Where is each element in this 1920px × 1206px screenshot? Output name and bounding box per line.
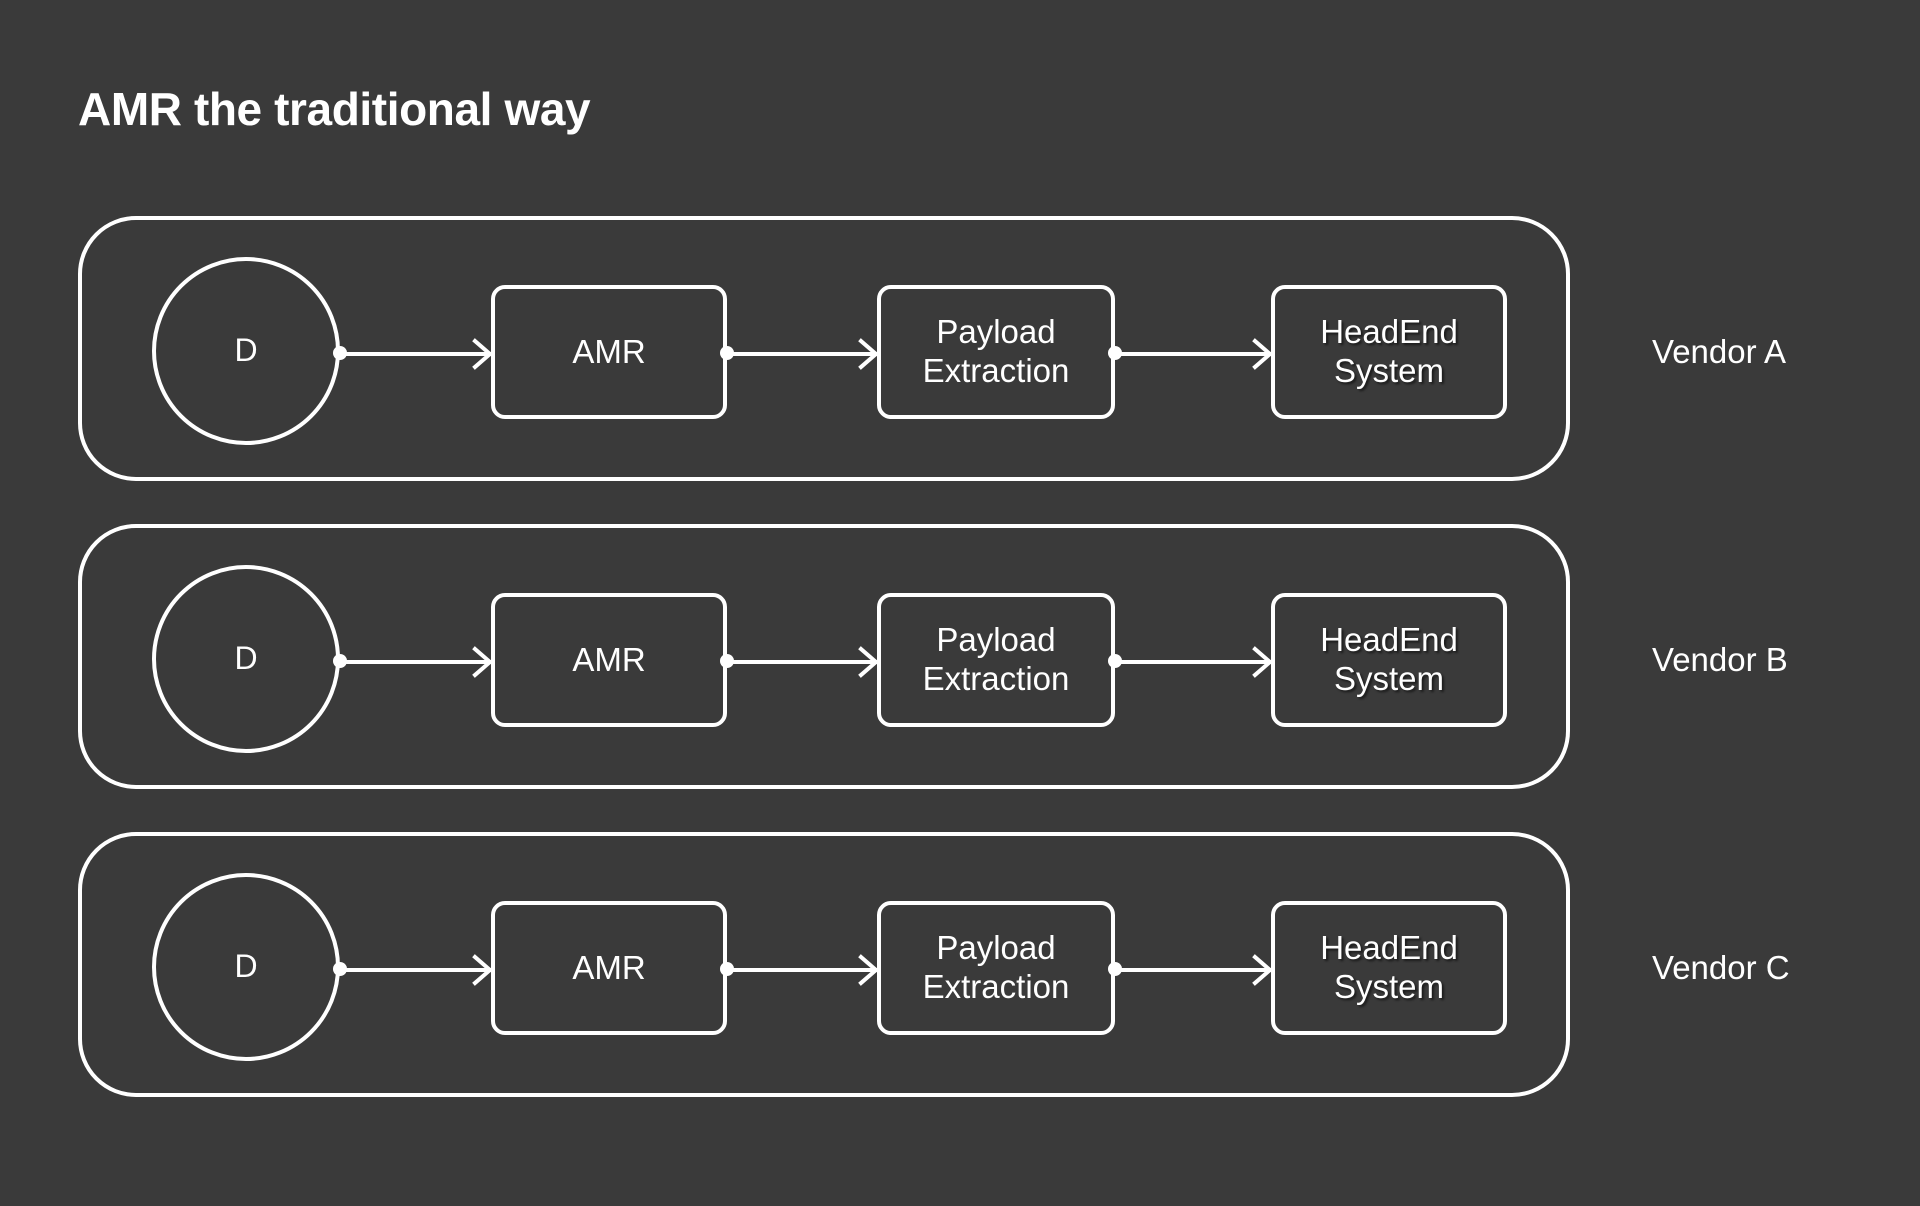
node-amr[interactable]: AMR — [491, 285, 727, 419]
vendor-row: D AMR Payload Extraction — [78, 216, 1570, 481]
node-headend-system[interactable]: HeadEnd System — [1271, 901, 1507, 1035]
node-amr[interactable]: AMR — [491, 593, 727, 727]
page-title: AMR the traditional way — [78, 83, 591, 135]
node-device-label: D — [234, 948, 258, 985]
connector-line — [340, 968, 491, 972]
arrow-head-icon — [1252, 646, 1273, 678]
connector-amr-to-payload — [720, 646, 879, 678]
arrow-head-icon — [858, 338, 879, 370]
node-device-label: D — [234, 332, 258, 369]
vendor-label: Vendor B — [1652, 641, 1788, 678]
connector-payload-to-headend — [1108, 646, 1273, 678]
connector-amr-to-payload — [720, 954, 879, 986]
node-amr[interactable]: AMR — [491, 901, 727, 1035]
vendor-label: Vendor A — [1652, 333, 1786, 370]
vendor-row: D AMR Payload Extraction — [78, 524, 1570, 789]
connector-dot — [333, 962, 347, 976]
node-payload-extraction[interactable]: Payload Extraction — [877, 901, 1115, 1035]
connector-dot — [1108, 346, 1122, 360]
connector-dot — [1108, 962, 1122, 976]
vendor-row: D AMR Payload Extraction — [78, 832, 1570, 1097]
node-payload-extraction[interactable]: Payload Extraction — [877, 593, 1115, 727]
arrow-head-icon — [1252, 338, 1273, 370]
node-headend-system-label: HeadEnd System — [1320, 929, 1458, 1005]
connector-device-to-amr — [333, 338, 493, 370]
connector-amr-to-payload — [720, 338, 879, 370]
node-headend-system[interactable]: HeadEnd System — [1271, 285, 1507, 419]
arrow-head-icon — [1252, 954, 1273, 986]
node-device[interactable]: D — [152, 565, 340, 753]
node-headend-system[interactable]: HeadEnd System — [1271, 593, 1507, 727]
node-amr-label: AMR — [572, 332, 646, 370]
node-amr-label: AMR — [572, 948, 646, 986]
connector-device-to-amr — [333, 954, 493, 986]
connector-line — [727, 352, 877, 356]
connector-line — [340, 352, 491, 356]
node-payload-extraction-label: Payload Extraction — [922, 313, 1070, 389]
arrow-head-icon — [858, 954, 879, 986]
connector-dot — [720, 654, 734, 668]
node-payload-extraction-label: Payload Extraction — [922, 929, 1070, 1005]
vendor-label: Vendor C — [1652, 949, 1790, 986]
connector-dot — [720, 962, 734, 976]
connector-line — [1115, 660, 1271, 664]
arrow-head-icon — [472, 954, 493, 986]
node-device[interactable]: D — [152, 257, 340, 445]
connector-payload-to-headend — [1108, 338, 1273, 370]
node-headend-system-label: HeadEnd System — [1320, 313, 1458, 389]
connector-line — [340, 660, 491, 664]
connector-payload-to-headend — [1108, 954, 1273, 986]
connector-dot — [720, 346, 734, 360]
node-payload-extraction[interactable]: Payload Extraction — [877, 285, 1115, 419]
arrow-head-icon — [472, 338, 493, 370]
arrow-head-icon — [472, 646, 493, 678]
node-payload-extraction-label: Payload Extraction — [922, 621, 1070, 697]
node-headend-system-label: HeadEnd System — [1320, 621, 1458, 697]
connector-line — [727, 968, 877, 972]
connector-line — [1115, 352, 1271, 356]
connector-dot — [333, 654, 347, 668]
node-device-label: D — [234, 640, 258, 677]
node-device[interactable]: D — [152, 873, 340, 1061]
connector-dot — [1108, 654, 1122, 668]
connector-line — [1115, 968, 1271, 972]
arrow-head-icon — [858, 646, 879, 678]
connector-dot — [333, 346, 347, 360]
connector-line — [727, 660, 877, 664]
node-amr-label: AMR — [572, 640, 646, 678]
connector-device-to-amr — [333, 646, 493, 678]
